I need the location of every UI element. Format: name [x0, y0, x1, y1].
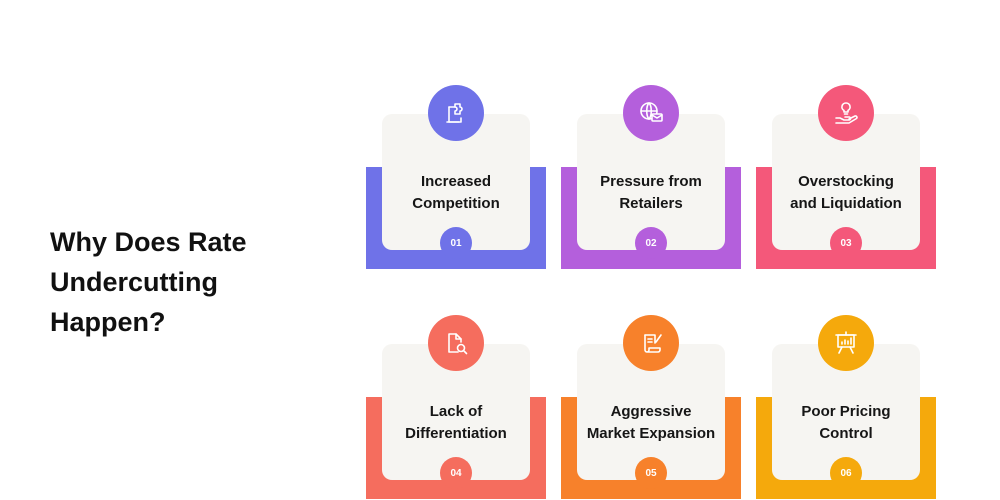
reason-card-1: Increased Competition 01 — [366, 29, 546, 269]
reason-card-4: Lack of Differentiation 04 — [366, 259, 546, 499]
icon-circle — [818, 315, 874, 371]
card-number-badge: 05 — [635, 457, 667, 489]
presentation-chart-icon — [835, 331, 857, 354]
paper-quill-icon — [644, 334, 662, 353]
hand-lightbulb-icon — [835, 102, 858, 124]
card-number-badge: 04 — [440, 457, 472, 489]
reason-card-6: Poor Pricing Control 06 — [756, 259, 936, 499]
card-number-badge: 06 — [830, 457, 862, 489]
card-title: Pressure from Retailers — [600, 173, 702, 212]
globe-envelope-icon — [640, 102, 663, 122]
icon-circle — [623, 315, 679, 371]
card-title: Poor Pricing Control — [801, 403, 891, 442]
page-title: Why Does Rate Undercutting Happen? — [50, 227, 247, 337]
card-title: Lack of Differentiation — [405, 403, 507, 442]
icon-circle — [623, 85, 679, 141]
card-title: Aggressive Market Expansion — [586, 403, 716, 442]
icon-circle — [428, 85, 484, 141]
card-number-badge: 01 — [440, 227, 472, 259]
reason-card-5: Aggressive Market Expansion 05 — [561, 259, 741, 499]
card-title: Overstocking and Liquidation — [790, 173, 902, 212]
card-number-badge: 02 — [635, 227, 667, 259]
card-number-badge: 03 — [830, 227, 862, 259]
reason-card-2: Pressure from Retailers 02 — [561, 29, 741, 269]
icon-circle — [428, 315, 484, 371]
card-title: Increased Competition — [412, 173, 500, 212]
puzzle-document-icon — [446, 103, 463, 123]
document-search-icon — [448, 333, 468, 355]
reason-card-3: Overstocking and Liquidation 03 — [756, 29, 936, 269]
icon-circle — [818, 85, 874, 141]
